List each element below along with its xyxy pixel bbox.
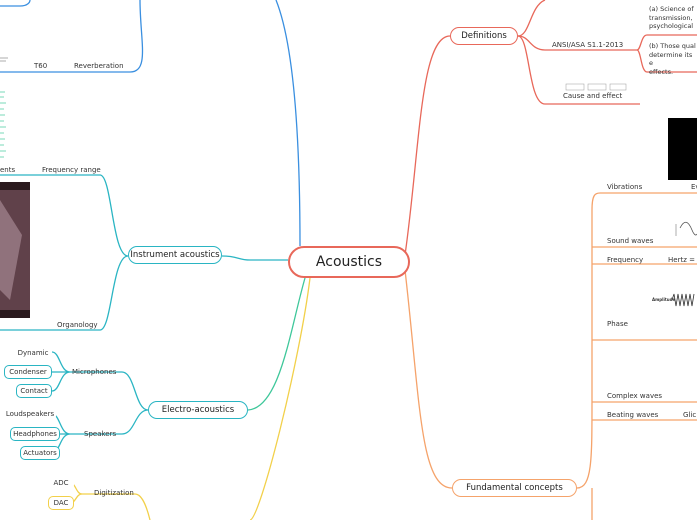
sound-waves-label[interactable]: Sound waves: [607, 237, 654, 245]
connector-instr-sub: [0, 174, 129, 331]
spk-actuators[interactable]: Actuators: [20, 446, 60, 460]
complex-waves-label[interactable]: Complex waves: [607, 392, 663, 400]
beating-sub-label[interactable]: Glic: [683, 411, 697, 419]
green-tick-marks: [0, 91, 6, 158]
t60-label[interactable]: T60: [34, 62, 48, 70]
mic-dynamic[interactable]: Dynamic: [14, 346, 52, 360]
connector-fundamental: [404, 269, 453, 489]
vibrations-sub-label[interactable]: Ev: [691, 183, 697, 191]
connector-room-top: [0, 0, 31, 7]
connector-fund-items: [576, 192, 697, 520]
connector-room-sub: [0, 0, 144, 73]
connector-def-notes: [636, 34, 697, 73]
connector-electro-sub: [70, 371, 149, 435]
beating-waves-label[interactable]: Beating waves: [607, 411, 659, 419]
branch-electro-acoustics[interactable]: Electro-acoustics: [148, 401, 248, 419]
connector-digitization: [249, 277, 311, 520]
microphones-label[interactable]: Microphones: [72, 368, 117, 376]
digitization-label[interactable]: Digitization: [94, 489, 134, 497]
central-topic[interactable]: Acoustics: [288, 246, 410, 278]
connector-def-cause: [517, 35, 640, 105]
t60-sketch: [0, 57, 8, 62]
branch-instrument-acoustics[interactable]: Instrument acoustics: [128, 246, 222, 264]
ansi-label[interactable]: ANSI/ASA S1.1-2013: [552, 41, 624, 49]
speakers-label[interactable]: Speakers: [84, 430, 117, 438]
cause-effect-label[interactable]: Cause and effect: [563, 92, 623, 100]
sound-wave-sketch: [679, 221, 697, 236]
connector-mic-items: [18, 351, 71, 392]
cause-effect-sketch: [565, 83, 627, 91]
frequency-label[interactable]: Frequency: [607, 256, 644, 264]
phase-label[interactable]: Phase: [607, 320, 628, 328]
hertz-label[interactable]: Hertz = H: [668, 256, 697, 264]
spk-headphones[interactable]: Headphones: [10, 427, 60, 441]
mic-contact[interactable]: Contact: [16, 384, 52, 398]
connector-def-top: [517, 0, 546, 37]
connector-electro: [247, 277, 306, 411]
digi-adc[interactable]: ADC: [48, 476, 74, 490]
vibrations-label[interactable]: Vibrations: [607, 183, 643, 191]
amplitude-label: Amplitude: [652, 297, 676, 302]
connector-instrument: [221, 255, 288, 261]
vibration-image: [668, 118, 697, 180]
reverberation-label[interactable]: Reverberation: [74, 62, 124, 70]
connector-room-main: [275, 0, 301, 247]
connector-definitions: [404, 35, 451, 256]
connector-def-ansi: [517, 35, 637, 51]
organology-label[interactable]: Organology: [57, 321, 98, 329]
frequency-range-label[interactable]: Frequency range: [42, 166, 101, 174]
branch-fundamental-concepts[interactable]: Fundamental concepts: [452, 479, 577, 497]
digi-dac[interactable]: DAC: [48, 496, 74, 510]
amplitude-wave-sketch: [671, 293, 695, 307]
spk-loudspeakers[interactable]: Loudspeakers: [4, 407, 56, 421]
instruments-partial-label[interactable]: ents: [0, 166, 16, 174]
mic-condenser[interactable]: Condenser: [4, 365, 52, 379]
branch-definitions[interactable]: Definitions: [450, 27, 518, 45]
